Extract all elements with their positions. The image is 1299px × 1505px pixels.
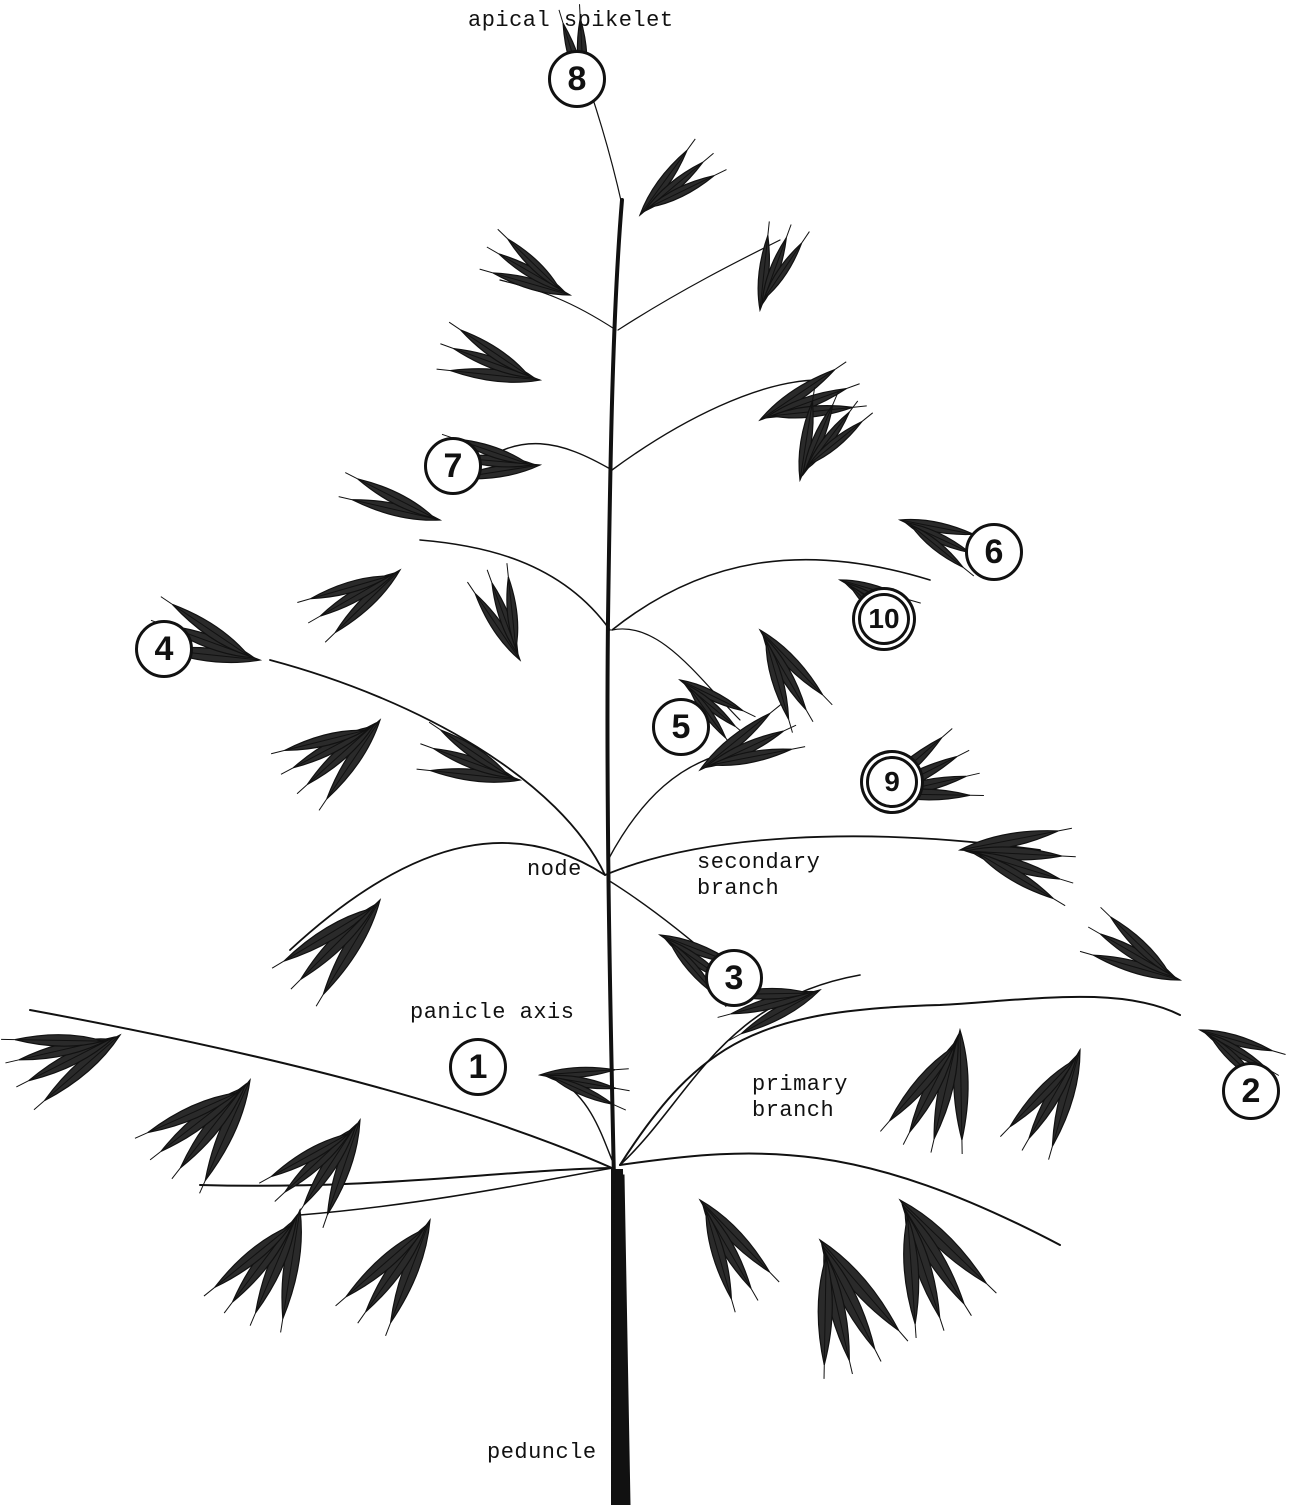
branch-lower-right-2: [620, 1154, 1060, 1245]
spikelet-number-7: 7: [424, 437, 482, 495]
panicle-axis: [607, 200, 622, 1180]
spikelet-number-9: 9: [866, 756, 918, 808]
spikelet-number-2: 2: [1222, 1062, 1280, 1120]
peduncle-fill: [612, 1175, 630, 1505]
apical-spikelet-label: apical spikelet: [468, 8, 674, 34]
spikelet-upper-right-2-awn: [764, 232, 809, 299]
branch-mid-right: [605, 836, 1040, 875]
branch-to-5: [608, 750, 740, 860]
spikelet-number-4: 4: [135, 620, 193, 678]
node-label: node: [527, 857, 582, 883]
branch-top-right: [618, 240, 780, 330]
panicle-axis-label: panicle axis: [410, 1000, 574, 1026]
spikelet-number-8: 8: [548, 50, 606, 108]
primary-branch-label: primary branch: [752, 1072, 848, 1124]
branch-lower-left-2: [200, 1168, 612, 1186]
spikelet-number-6: 6: [965, 523, 1023, 581]
secondary-branch-label: secondary branch: [697, 850, 820, 902]
spikelet-number-5: 5: [652, 698, 710, 756]
peduncle-label: peduncle: [487, 1440, 597, 1466]
branch-apical: [590, 90, 622, 205]
spikelet-number-10: 10: [858, 593, 910, 645]
spikelet-number-3: 3: [705, 949, 763, 1007]
spikelet-number-1: 1: [449, 1038, 507, 1096]
branch-lower-right-1: [620, 997, 1180, 1165]
